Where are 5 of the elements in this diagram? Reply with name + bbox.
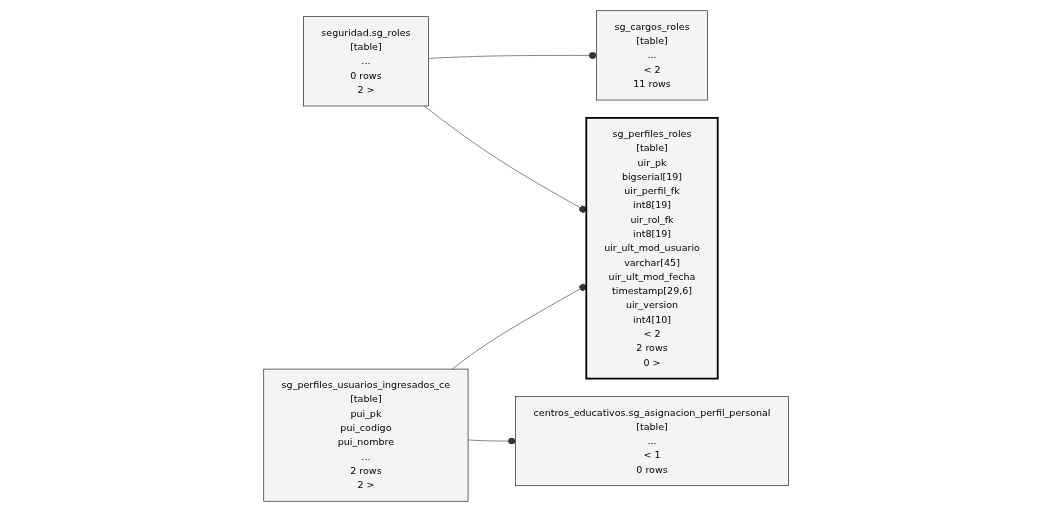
node-box: sg_perfiles_usuarios_ingresados_ce [table] pui_pk pui_codigo pui_nombre ... 2 rows 2 >: [263, 368, 469, 502]
node-box: sg_cargos_roles [table] ... < 2 11 rows: [596, 9, 708, 100]
node-box: sg_perfiles_roles [table] uir_pk bigserial[19] uir_perfil_fk int8[19] uir_rol_fk int8[19] uir_ult_mod_usuario varchar[45] uir_ult_mod_fecha timestamp[29,6] uir_version int4[10] < 2 2 rows 0 >: [585, 116, 719, 379]
node-box: seguridad.sg_roles [table] ... 0 rows 2 >: [303, 15, 429, 106]
node-box: centros_educativos.sg_asignacion_perfil_personal [table] ... < 1 0 rows: [515, 395, 789, 486]
